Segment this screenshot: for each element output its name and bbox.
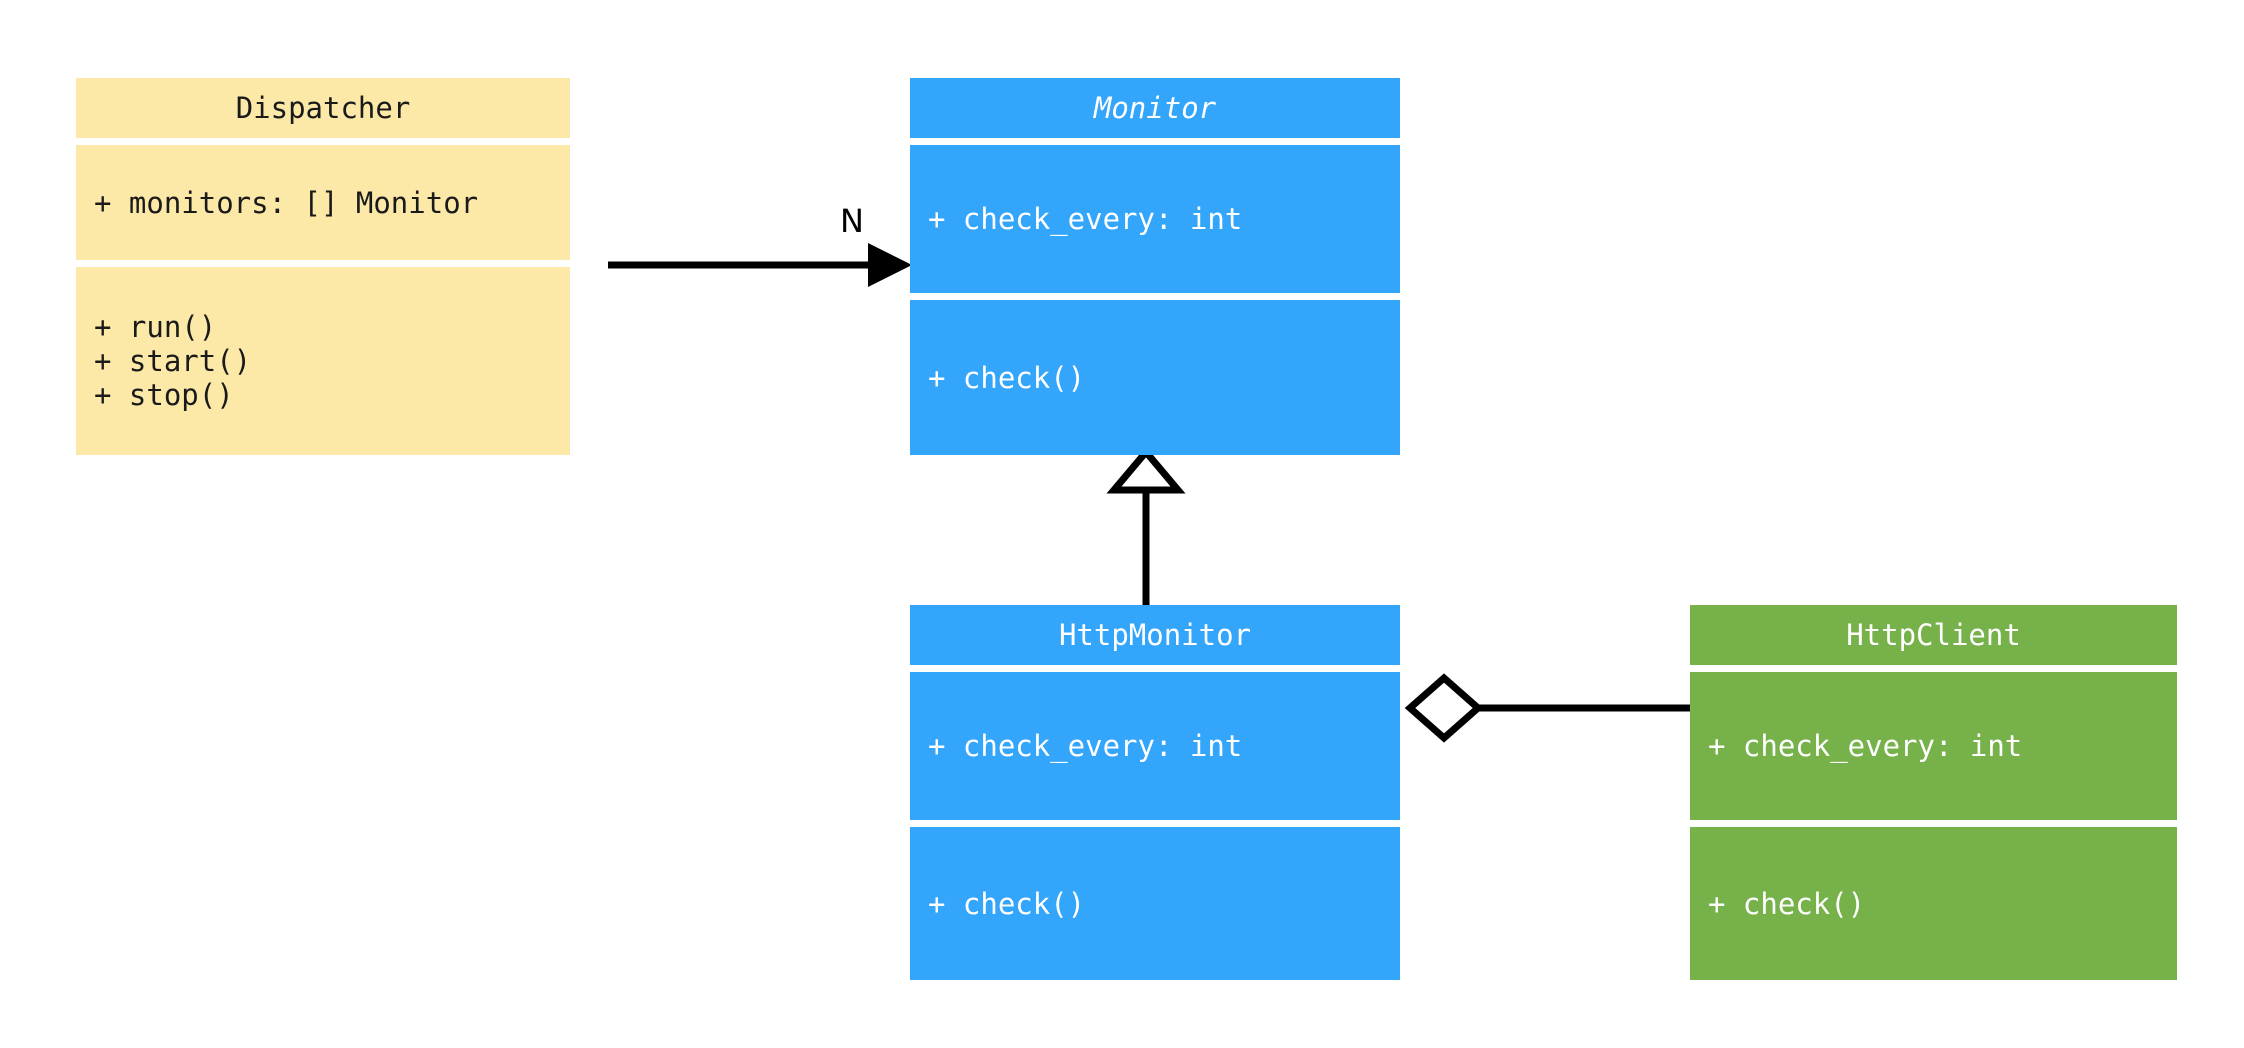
class-name-http-client: HttpClient (1846, 618, 2021, 652)
association-multiplicity-label: N (840, 202, 864, 240)
class-methods-compartment-http-client: + check() (1690, 827, 2177, 980)
class-methods-http-client: + check() (1708, 886, 1866, 921)
aggregation-httpmonitor-httpclient (1404, 673, 1690, 743)
filled-triangle-arrowhead-icon (868, 243, 912, 287)
class-title-compartment-monitor: Monitor (910, 78, 1400, 138)
class-methods-compartment-monitor: + check() (910, 300, 1400, 455)
class-title-compartment-dispatcher: Dispatcher (76, 78, 570, 138)
class-name-dispatcher: Dispatcher (235, 91, 411, 125)
hollow-diamond-icon (1404, 673, 1484, 743)
hollow-triangle-arrowhead-icon (1106, 446, 1186, 494)
class-methods-compartment-http-monitor: + check() (910, 827, 1400, 980)
class-attributes-compartment-http-client: + check_every: int (1690, 672, 2177, 820)
class-title-compartment-http-monitor: HttpMonitor (910, 605, 1400, 665)
class-methods-compartment-dispatcher: + run() + start() + stop() (76, 267, 570, 455)
class-attributes-http-monitor: + check_every: int (928, 729, 1243, 763)
class-attributes-compartment-monitor: + check_every: int (910, 145, 1400, 293)
class-title-compartment-http-client: HttpClient (1690, 605, 2177, 665)
class-attributes-compartment-http-monitor: + check_every: int (910, 672, 1400, 820)
class-name-http-monitor: HttpMonitor (1058, 618, 1252, 652)
class-box-http-monitor[interactable]: HttpMonitor + check_every: int + check() (910, 605, 1400, 980)
class-attributes-monitor: + check_every: int (928, 202, 1243, 236)
class-box-monitor[interactable]: Monitor + check_every: int + check() (910, 78, 1400, 455)
class-methods-dispatcher: + run() + start() + stop() (94, 310, 252, 412)
class-attributes-http-client: + check_every: int (1708, 729, 2023, 763)
class-methods-http-monitor: + check() (928, 886, 1086, 921)
class-name-monitor: Monitor (1093, 91, 1217, 125)
class-box-http-client[interactable]: HttpClient + check_every: int + check() (1690, 605, 2177, 980)
association-dispatcher-monitor (608, 243, 912, 287)
generalization-httpmonitor-monitor (1106, 446, 1186, 605)
class-box-dispatcher[interactable]: Dispatcher + monitors: [] Monitor + run(… (76, 78, 570, 455)
class-attributes-dispatcher: + monitors: [] Monitor (94, 185, 479, 220)
class-attributes-compartment-dispatcher: + monitors: [] Monitor (76, 145, 570, 260)
class-methods-monitor: + check() (928, 360, 1086, 395)
